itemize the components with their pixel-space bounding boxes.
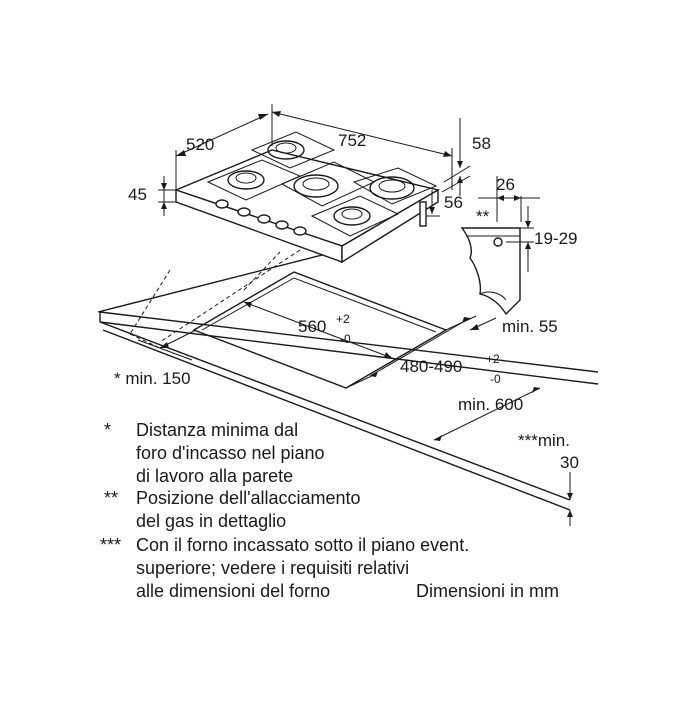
dim-min-55: min. 55 bbox=[469, 317, 558, 336]
label-520: 520 bbox=[186, 135, 214, 154]
note-3-line-3: alle dimensioni del forno bbox=[136, 581, 330, 601]
label-480-490-tol-plus: +2 bbox=[486, 352, 500, 366]
note-2-marker: ** bbox=[104, 488, 118, 508]
dim-45: 45 bbox=[128, 176, 176, 216]
dim-min-600: min. 600 bbox=[433, 387, 541, 441]
gas-port-icon bbox=[493, 237, 503, 247]
dim-min-30: ***min. 30 bbox=[518, 431, 579, 526]
notes: * Distanza minima dal foro d'incasso nel… bbox=[100, 420, 559, 601]
label-480-490-tol-minus: -0 bbox=[490, 372, 501, 386]
gas-connector bbox=[419, 201, 427, 227]
label-56: 56 bbox=[444, 193, 463, 212]
label-58: 58 bbox=[472, 134, 491, 153]
note-3-line-1: Con il forno incassato sotto il piano ev… bbox=[136, 535, 469, 555]
note-2-line-1: Posizione dell'allacciamento bbox=[136, 488, 361, 508]
dim-752: 752 bbox=[271, 104, 453, 190]
note-3-marker: *** bbox=[100, 535, 121, 555]
label-min-30-line2: 30 bbox=[560, 453, 579, 472]
projection-lines bbox=[129, 249, 301, 349]
label-560-tol-plus: +2 bbox=[336, 312, 350, 326]
control-knobs bbox=[215, 199, 307, 236]
dim-56: 56 bbox=[426, 190, 463, 217]
units-note: Dimensioni in mm bbox=[416, 581, 559, 601]
gas-profile bbox=[460, 227, 521, 316]
note-2-line-2: del gas in dettaglio bbox=[136, 511, 286, 531]
dim-min-150: * min. 150 bbox=[114, 329, 197, 388]
label-min-150: * min. 150 bbox=[114, 369, 191, 388]
label-gas-marker: ** bbox=[476, 207, 490, 226]
label-min-30-line1: ***min. bbox=[518, 431, 570, 450]
label-19-29: 19-29 bbox=[534, 229, 577, 248]
dim-560: 560 +2 -0 bbox=[243, 301, 393, 359]
note-1-line-3: di lavoro alla parete bbox=[136, 466, 293, 486]
note-1-line-2: foro d'incasso nel piano bbox=[136, 443, 325, 463]
hob bbox=[174, 131, 440, 264]
burners bbox=[227, 140, 415, 226]
label-min-55: min. 55 bbox=[502, 317, 558, 336]
label-min-600: min. 600 bbox=[458, 395, 523, 414]
dim-58: 58 bbox=[441, 118, 491, 196]
label-480-490: 480-490 bbox=[400, 357, 462, 376]
label-752: 752 bbox=[338, 131, 366, 150]
label-560: 560 bbox=[298, 317, 326, 336]
label-560-tol-minus: -0 bbox=[340, 332, 351, 346]
gas-detail: 26 ** 19-29 bbox=[460, 175, 577, 316]
note-3-line-2: superiore; vedere i requisiti relativi bbox=[136, 558, 409, 578]
dim-520: 520 bbox=[175, 113, 269, 190]
note-1-line-1: Distanza minima dal bbox=[136, 420, 298, 440]
label-26: 26 bbox=[496, 175, 515, 194]
label-45: 45 bbox=[128, 185, 147, 204]
note-1-marker: * bbox=[104, 420, 111, 440]
dim-480-490: 480-490 +2 -0 bbox=[345, 315, 501, 389]
